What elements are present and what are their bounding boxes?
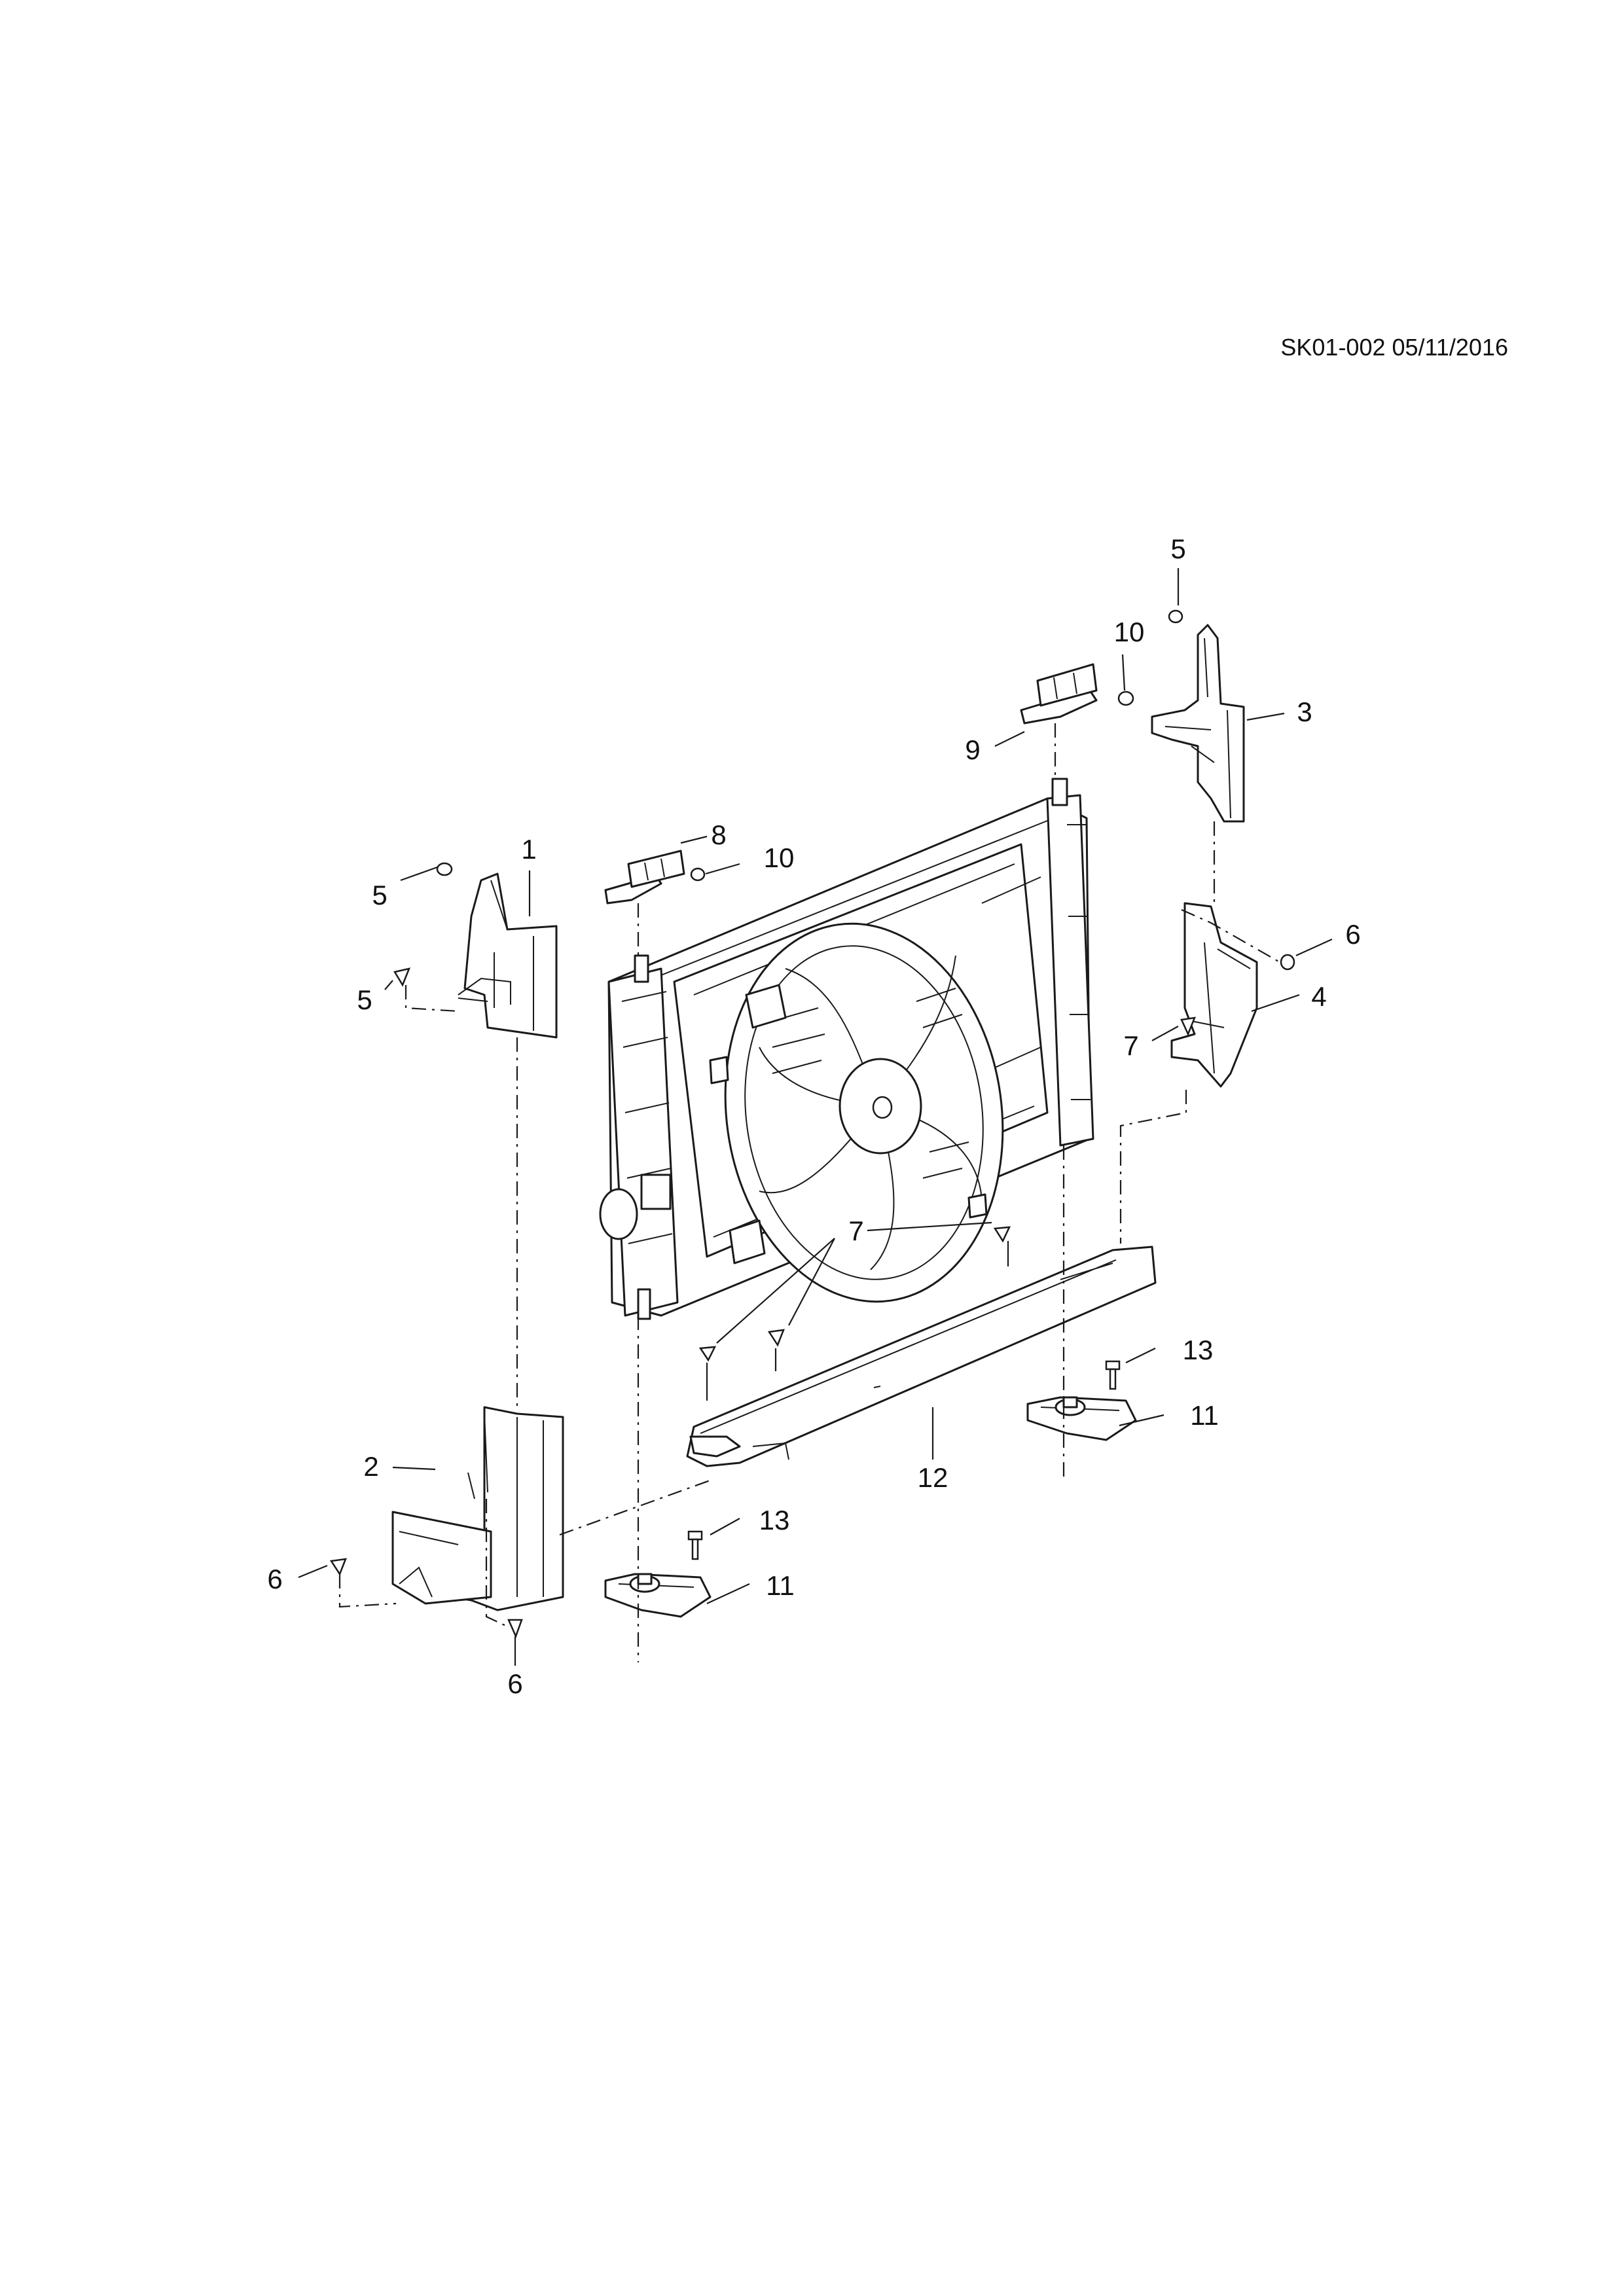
- callout-4: 4: [1311, 981, 1326, 1012]
- callout-10-left: 10: [764, 842, 795, 873]
- lower-air-deflector-panel: [686, 1246, 1157, 1467]
- callout-5-right: 5: [1170, 533, 1185, 564]
- callout-13-left: 13: [759, 1505, 790, 1535]
- left-lower-air-deflector: [391, 1406, 564, 1611]
- drawing-code: SK01-002 05/11/2016: [1280, 334, 1508, 361]
- callout-5-lower-left: 5: [357, 984, 372, 1015]
- callout-2: 2: [363, 1451, 378, 1482]
- callout-10-right: 10: [1114, 617, 1145, 647]
- callout-7-panel: 7: [848, 1215, 863, 1246]
- callout-3: 3: [1297, 696, 1312, 727]
- callout-13-right: 13: [1183, 1335, 1214, 1365]
- callout-1: 1: [521, 834, 536, 865]
- alignment-lines: [338, 723, 1280, 1662]
- right-upper-air-deflector: [1151, 624, 1245, 823]
- left-upper-air-deflector: [458, 872, 558, 1039]
- radiator-fan-assembly: [599, 778, 1094, 1320]
- upper-bracket-left: [604, 850, 685, 905]
- lower-mount-right: [1026, 1396, 1137, 1441]
- callout-5-upper-left: 5: [372, 880, 387, 910]
- callout-labels: 1 2 3 4 5 5 5 6 6 6 7 7 8 9 10 10 11 11 …: [267, 533, 1360, 1699]
- lower-mount-left: [604, 1573, 712, 1618]
- callout-11-right: 11: [1190, 1400, 1219, 1431]
- callout-7-right: 7: [1123, 1030, 1138, 1061]
- callout-11-left: 11: [766, 1570, 795, 1601]
- callout-8: 8: [711, 819, 726, 850]
- leader-lines: [298, 568, 1333, 1666]
- callout-9: 9: [965, 734, 980, 765]
- callout-6-bottom: 6: [507, 1668, 522, 1699]
- upper-bracket-right: [1020, 663, 1098, 725]
- callout-6-right: 6: [1345, 919, 1360, 950]
- fasteners: [329, 609, 1295, 1639]
- callout-12: 12: [918, 1462, 948, 1493]
- right-lower-air-deflector: [1170, 902, 1258, 1088]
- callout-6-left: 6: [267, 1564, 282, 1594]
